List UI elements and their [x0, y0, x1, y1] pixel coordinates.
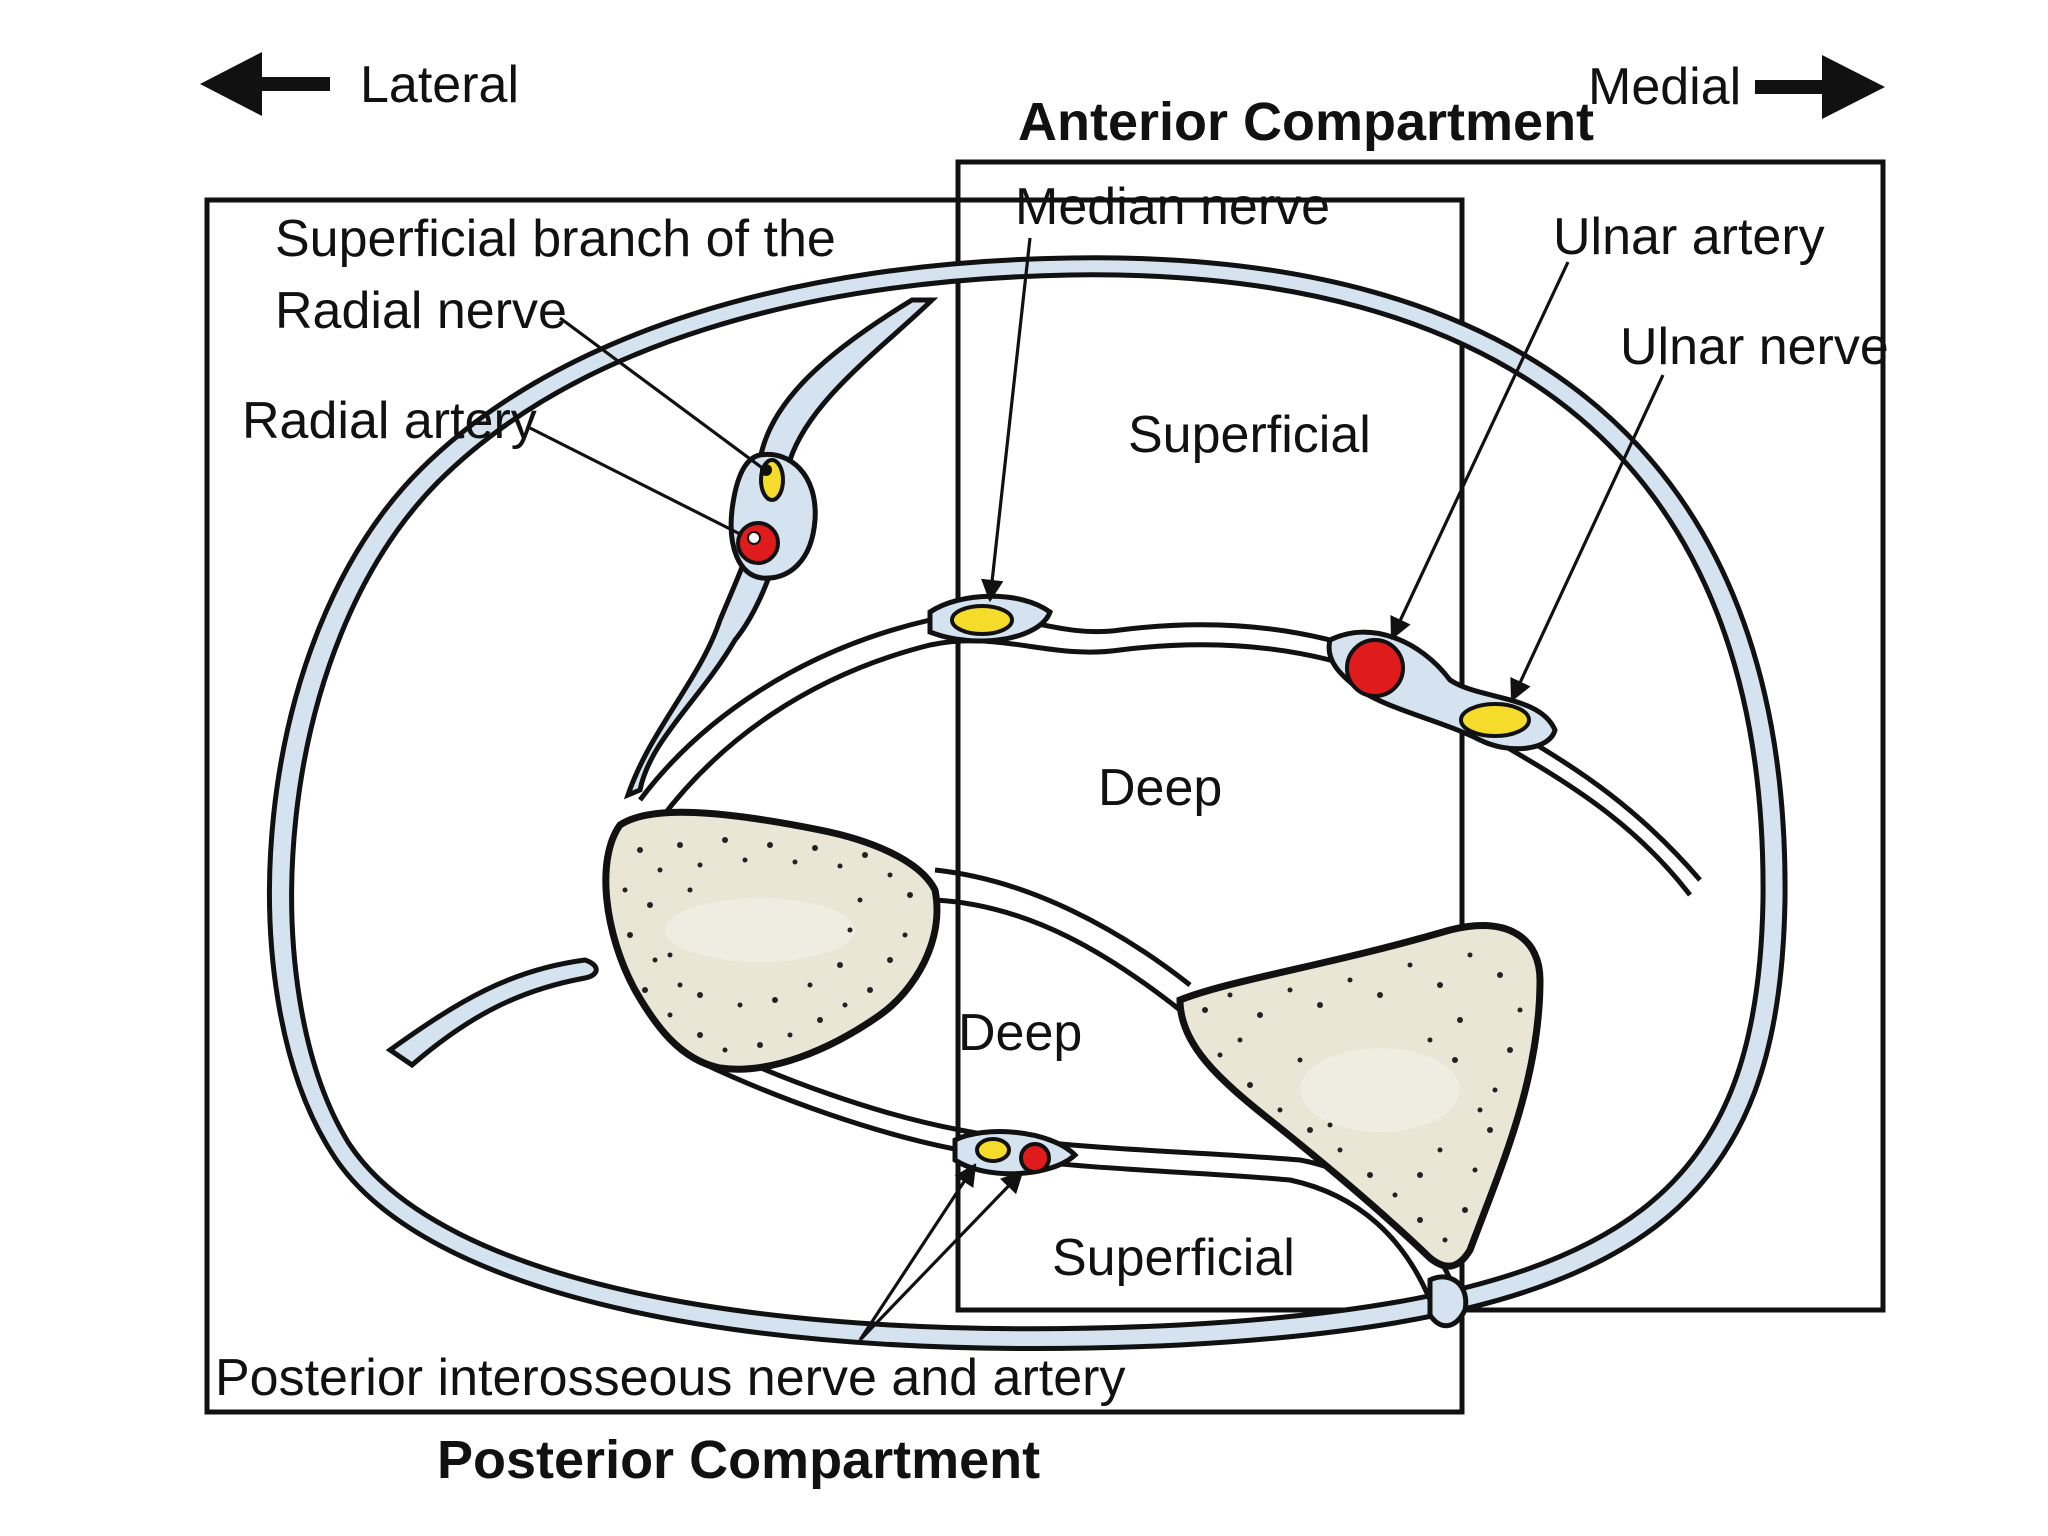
median-nerve-dot [950, 604, 1014, 636]
posterior-superficial-label: Superficial [1052, 1229, 1295, 1287]
posterior-interosseous-nerve-dot [975, 1137, 1011, 1163]
interosseous-membrane-inner [934, 897, 1182, 1012]
superficial-radial-nerve-label-line2: Radial nerve [275, 282, 567, 340]
superficial-radial-nerve-label-line1: Superficial branch of the [275, 210, 836, 268]
radius-stipple [622, 837, 913, 1053]
medial-label: Medial [1588, 58, 1741, 116]
posterior-compartment-box [204, 197, 1465, 1415]
posterior-deep-septum-inner [698, 1059, 1433, 1301]
posterior-interosseous-nerve-arrow [858, 1163, 977, 1341]
posterior-interosseous-artery-dot [1019, 1142, 1051, 1174]
ulnar-nerve-label: Ulnar nerve [1620, 318, 1889, 376]
anterior-deep-label: Deep [1098, 759, 1222, 817]
lateral-label: Lateral [360, 56, 519, 114]
ulnar-nerve-arrow [1510, 374, 1665, 703]
posterior-deep-label: Deep [958, 1004, 1082, 1062]
anterior-deep-septum [638, 611, 1702, 882]
interosseous-membrane [934, 867, 1192, 987]
ulna-stipple [1202, 952, 1523, 1243]
lateral-direction-arrow [200, 52, 330, 116]
ulnar-artery-arrow [1390, 261, 1570, 641]
anterior-deep-septum-inner [658, 638, 1692, 897]
posterior-interosseous-artery-arrow [858, 1170, 1024, 1342]
radius-bone [602, 808, 941, 1073]
radial-artery-lumen [747, 531, 761, 545]
lateral-posterior-septum [385, 957, 599, 1069]
medial-direction-arrow [1755, 55, 1885, 119]
ulnar-artery-label: Ulnar artery [1553, 208, 1825, 266]
ulnar-nerve-dot [1459, 702, 1531, 738]
outer-fascia [267, 255, 1788, 1351]
median-nerve-label: Median nerve [1015, 178, 1330, 236]
ulnar-artery-dot [1345, 638, 1405, 698]
radial-artery-leader [529, 426, 743, 537]
superficial-radial-nerve-leader [559, 316, 766, 472]
posterior-interosseous-label: Posterior interosseous nerve and artery [215, 1349, 1125, 1407]
anterior-compartment-title: Anterior Compartment [1018, 92, 1594, 152]
ulna-bone [1176, 922, 1544, 1270]
posterior-compartment-title: Posterior Compartment [437, 1430, 1040, 1490]
median-nerve-arrow [981, 237, 1032, 603]
anterior-superficial-label: Superficial [1128, 406, 1371, 464]
radial-artery-label: Radial artery [242, 392, 537, 450]
medial-junction [1427, 1274, 1469, 1329]
